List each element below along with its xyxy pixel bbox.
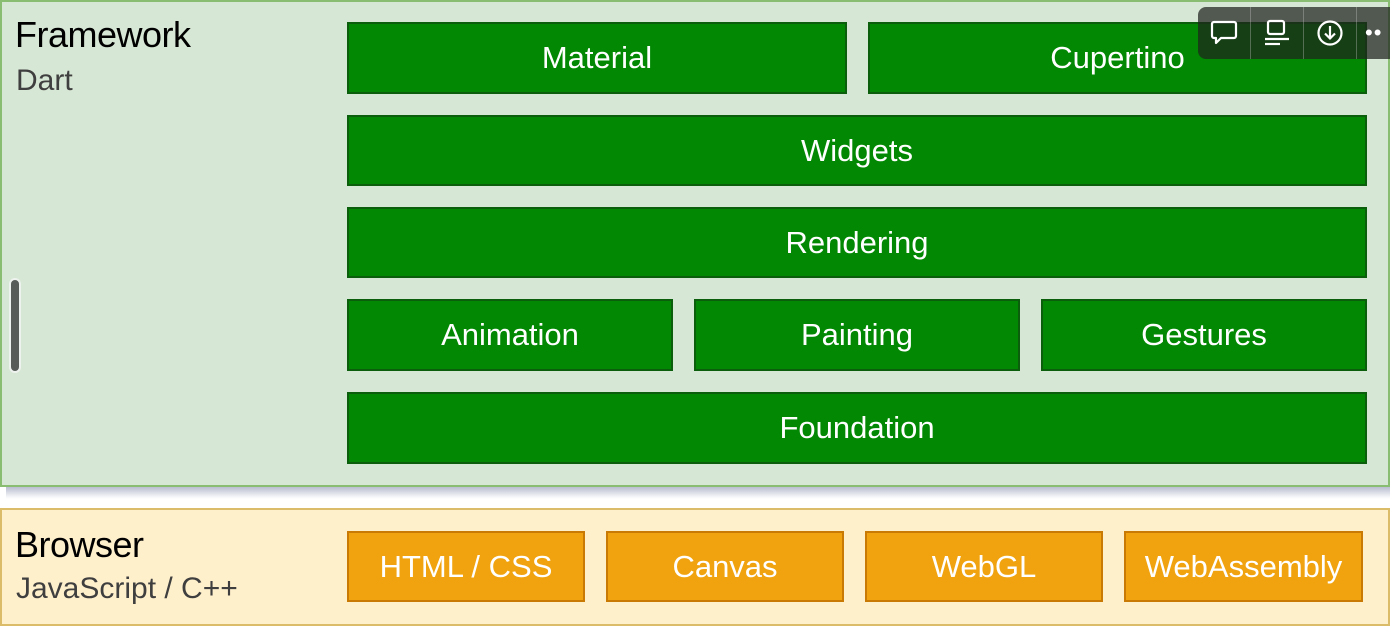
webassembly-box: WebAssembly [1124,531,1363,602]
comment-icon [1210,20,1238,45]
image-toolbar: •• [1198,7,1390,59]
foundation-box: Foundation [347,392,1367,464]
canvas-box: Canvas [606,531,844,602]
scroll-handle[interactable] [9,278,21,373]
summary-button[interactable] [1251,7,1304,59]
html-css-box: HTML / CSS [347,531,585,602]
download-button[interactable] [1304,7,1357,59]
animation-box: Animation [347,299,673,371]
rendering-box: Rendering [347,207,1367,278]
webgl-box: WebGL [865,531,1103,602]
download-icon [1317,20,1343,46]
framework-title: Framework [15,14,191,55]
summary-icon [1265,19,1289,46]
panel-shadow [6,487,1390,499]
comment-button[interactable] [1198,7,1251,59]
material-box: Material [347,22,847,94]
more-button[interactable]: •• [1357,7,1390,59]
browser-title: Browser [15,524,144,565]
framework-subtitle: Dart [16,64,73,97]
painting-box: Painting [694,299,1020,371]
gestures-box: Gestures [1041,299,1367,371]
widgets-box: Widgets [347,115,1367,186]
more-icon: •• [1365,20,1383,45]
browser-subtitle: JavaScript / C++ [16,572,238,605]
